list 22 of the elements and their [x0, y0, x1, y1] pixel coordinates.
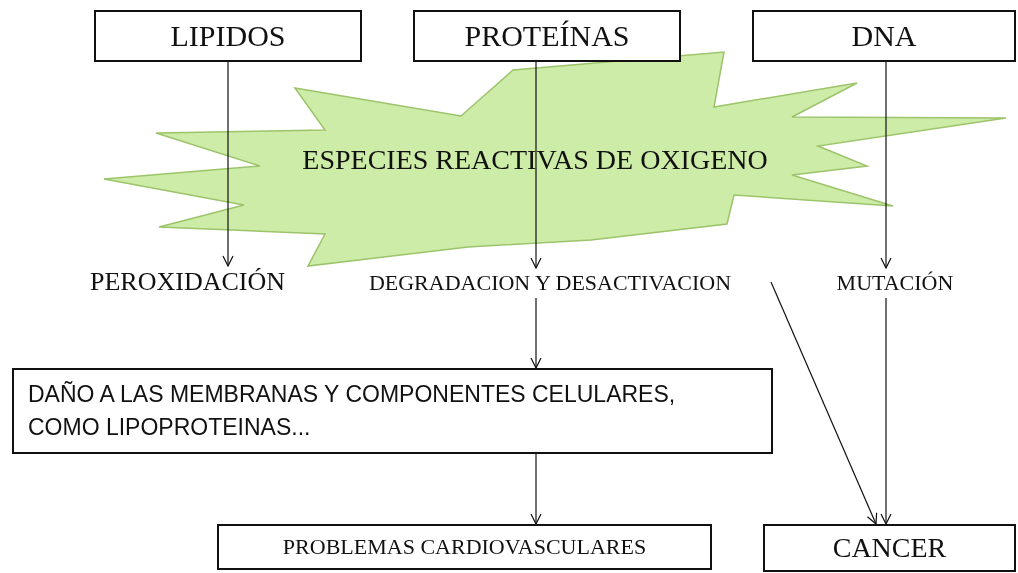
process-box [413, 10, 681, 62]
node-label: DAÑO A LAS MEMBRANAS Y COMPONENTES CELULARES, COMO LIPOPROTEINAS... [27, 379, 677, 442]
node-label: PROBLEMAS CARDIOVASCULARES [282, 534, 647, 560]
node-label: PROTEÍNAS [464, 18, 630, 54]
process-box [94, 10, 362, 62]
arrow [530, 61, 542, 269]
node-label: CANCER [832, 531, 947, 565]
process-box [752, 10, 1016, 62]
step-label: PEROXIDACIÓN [90, 267, 285, 297]
step-label: MUTACIÓN [836, 270, 954, 296]
arrow [880, 297, 892, 525]
process-box [12, 368, 773, 454]
node-label: LIPIDOS [170, 18, 286, 54]
step-label: DEGRADACION Y DESACTIVACION [368, 270, 732, 296]
arrow [222, 61, 234, 267]
arrow [530, 453, 542, 525]
arrow [530, 297, 542, 369]
arrow [770, 281, 878, 525]
arrow [880, 61, 892, 269]
process-box [217, 524, 712, 570]
process-box [763, 524, 1016, 572]
node-label: DNA [851, 18, 917, 54]
